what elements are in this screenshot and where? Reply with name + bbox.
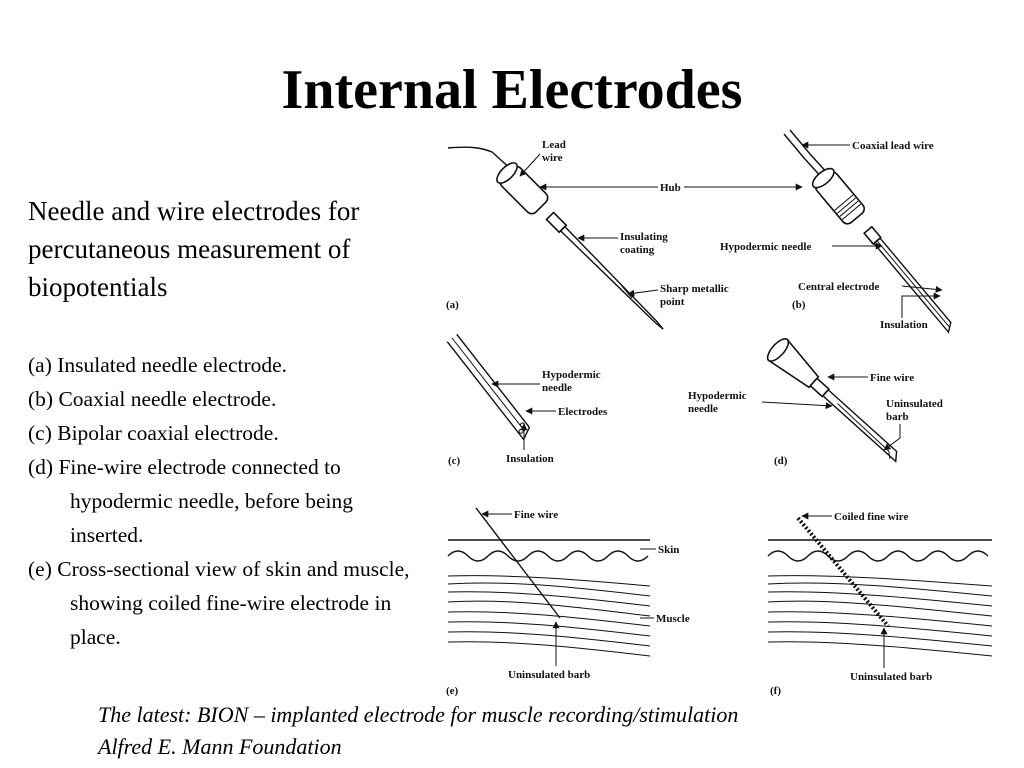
skin-wavy-f xyxy=(767,550,989,562)
label-insulation-b: Insulation xyxy=(880,319,928,331)
hub-b xyxy=(811,167,866,225)
footer-note: The latest: BION – implanted electrode f… xyxy=(98,699,998,763)
needle-shaft-a xyxy=(545,211,664,330)
fine-wire-e xyxy=(475,507,561,619)
label-coiled-fine-wire: Coiled fine wire xyxy=(834,511,908,523)
slide-title: Internal Electrodes xyxy=(281,59,743,121)
label-sharp-point-1: Sharp metallic xyxy=(660,283,729,295)
label-hypodermic-c-2: needle xyxy=(542,382,572,394)
label-hypodermic-d-1: Hypodermic xyxy=(688,390,747,402)
list-item-a: (a) Insulated needle electrode. xyxy=(28,353,288,377)
label-uninsulated-e: Uninsulated barb xyxy=(508,669,590,681)
label-sharp-point-2: point xyxy=(660,296,685,308)
label-hypodermic-d-2: needle xyxy=(688,403,718,415)
label-insulation-c: Insulation xyxy=(506,453,554,465)
label-skin: Skin xyxy=(658,544,679,556)
panel-f-letter: (f) xyxy=(770,685,781,697)
panel-b-letter: (b) xyxy=(792,299,806,311)
electrode-diagram: Lead wire Hub Insulating coating Sharp m… xyxy=(446,129,993,697)
panel-e: Fine wire Skin Muscle Uninsulated barb (… xyxy=(446,507,690,697)
needle-c xyxy=(446,333,531,441)
needle-shaft-b xyxy=(863,225,952,334)
skin-wavy-e xyxy=(447,550,649,562)
electrode-figure: Lead wire Hub Insulating coating Sharp m… xyxy=(432,128,1024,700)
panel-d-letter: (d) xyxy=(774,455,788,467)
label-coaxial-lead-wire: Coaxial lead wire xyxy=(852,140,934,152)
list-item-c: (c) Bipolar coaxial electrode. xyxy=(28,421,279,445)
label-fine-wire-e: Fine wire xyxy=(514,509,558,521)
label-muscle: Muscle xyxy=(656,613,690,625)
label-hypodermic-c-1: Hypodermic xyxy=(542,369,601,381)
label-central-electrode: Central electrode xyxy=(798,281,879,293)
label-uninsulated-f: Uninsulated barb xyxy=(850,671,932,683)
label-electrodes: Electrodes xyxy=(558,406,608,418)
label-hub: Hub xyxy=(660,182,681,194)
footer-line-2: Alfred E. Mann Foundation xyxy=(98,734,342,759)
panel-e-letter: (e) xyxy=(446,685,459,697)
label-fine-wire-d: Fine wire xyxy=(870,372,914,384)
label-hypodermic-needle-b: Hypodermic needle xyxy=(720,241,811,253)
footer-line-1: The latest: BION – implanted electrode f… xyxy=(98,702,739,727)
label-insulating-2: coating xyxy=(620,244,655,256)
electrode-list: (a) Insulated needle electrode. (b) Coax… xyxy=(28,348,428,654)
list-item-e: (e) Cross-sectional view of skin and mus… xyxy=(28,557,410,649)
panel-f: Coiled fine wire Uninsulated barb (f) xyxy=(767,511,993,697)
label-insulating-1: Insulating xyxy=(620,231,668,243)
coaxial-lead-b xyxy=(783,133,825,181)
panel-a: Lead wire Hub Insulating coating Sharp m… xyxy=(446,139,803,330)
needle-d xyxy=(766,338,898,463)
panel-a-letter: (a) xyxy=(446,299,459,311)
label-lead-wire-1: Lead xyxy=(542,139,566,151)
lead-wire-a xyxy=(447,146,513,171)
panel-b: Coaxial lead wire Hypodermic needle Cent… xyxy=(720,129,952,334)
coiled-wire-f xyxy=(796,516,890,628)
intro-text: Needle and wire electrodes for percutane… xyxy=(28,196,360,302)
list-item-b: (b) Coaxial needle electrode. xyxy=(28,387,277,411)
label-lead-wire-2: wire xyxy=(542,152,563,164)
panel-c: Hypodermic needle Electrodes Insulation … xyxy=(446,333,608,467)
label-uninsulated-d-2: barb xyxy=(886,411,909,423)
list-item-d: (d) Fine-wire electrode connected to hyp… xyxy=(28,455,353,547)
label-uninsulated-d-1: Uninsulated xyxy=(886,398,943,410)
panel-d: Fine wire Hypodermic needle Uninsulated … xyxy=(688,338,943,467)
hub-a xyxy=(496,162,549,215)
panel-c-letter: (c) xyxy=(448,455,461,467)
